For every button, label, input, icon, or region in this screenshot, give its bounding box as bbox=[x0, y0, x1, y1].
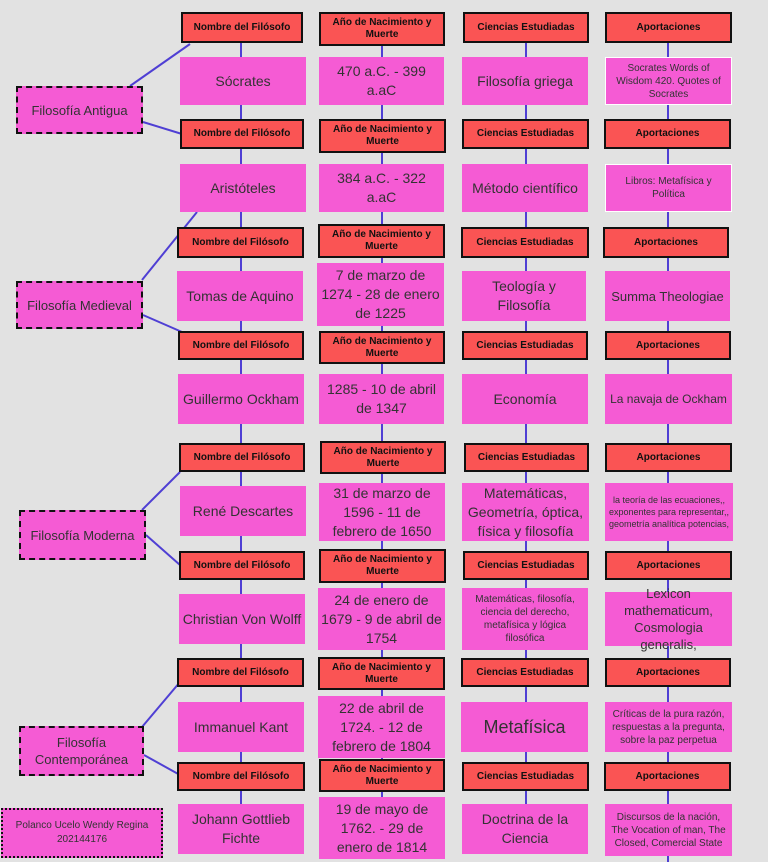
header-sciences: Ciencias Estudiadas bbox=[463, 12, 589, 43]
philosopher-contributions: Libros: Metafísica y Política bbox=[605, 164, 732, 212]
author-name: Polanco Ucelo Wendy Regina bbox=[15, 820, 149, 831]
header-sciences: Ciencias Estudiadas bbox=[464, 443, 589, 472]
header-sciences: Ciencias Estudiadas bbox=[462, 762, 589, 791]
header-contributions: Aportaciones bbox=[604, 762, 731, 791]
header-years: Año de Nacimiento y Muerte bbox=[319, 549, 446, 583]
philosopher-years: 470 a.C. - 399 a.aC bbox=[319, 57, 444, 105]
philosopher-sciences: Matemáticas, Geometría, óptica, física y… bbox=[462, 483, 589, 541]
author-box: Polanco Ucelo Wendy Regina 202144176 bbox=[1, 808, 163, 858]
header-name: Nombre del Filósofo bbox=[179, 443, 305, 472]
philosopher-contributions: Socrates Words of Wisdom 420. Quotes of … bbox=[605, 57, 732, 105]
header-sciences: Ciencias Estudiadas bbox=[463, 551, 589, 580]
philosopher-years: 384 a.C. - 322 a.aC bbox=[319, 164, 444, 212]
header-years: Año de Nacimiento y Muerte bbox=[319, 331, 445, 364]
header-contributions: Aportaciones bbox=[605, 12, 732, 43]
philosopher-contributions: la teoría de las ecuaciones,, exponentes… bbox=[605, 483, 733, 541]
philosopher-contributions: Summa Theologiae bbox=[605, 271, 730, 321]
philosopher-sciences: Filosofía griega bbox=[462, 57, 588, 105]
philosopher-name: René Descartes bbox=[180, 486, 306, 536]
header-contributions: Aportaciones bbox=[605, 443, 732, 472]
philosopher-sciences: Economía bbox=[462, 374, 588, 424]
era-medieval: Filosofía Medieval bbox=[16, 281, 143, 329]
header-name: Nombre del Filósofo bbox=[180, 119, 304, 149]
header-years: Año de Nacimiento y Muerte bbox=[320, 441, 446, 474]
header-years: Año de Nacimiento y Muerte bbox=[319, 119, 446, 153]
header-sciences: Ciencias Estudiadas bbox=[462, 119, 589, 149]
header-name: Nombre del Filósofo bbox=[177, 762, 305, 791]
header-years: Año de Nacimiento y Muerte bbox=[319, 12, 445, 46]
era-antigua: Filosofía Antigua bbox=[16, 86, 143, 134]
header-name: Nombre del Filósofo bbox=[177, 658, 304, 687]
philosopher-sciences: Matemáticas, filosofía, ciencia del dere… bbox=[462, 588, 588, 650]
philosopher-years: 7 de marzo de 1274 - 28 de enero de 1225 bbox=[317, 263, 444, 326]
header-contributions: Aportaciones bbox=[605, 658, 731, 687]
header-contributions: Aportaciones bbox=[605, 331, 731, 360]
philosopher-years: 19 de mayo de 1762. - 29 de enero de 181… bbox=[319, 797, 445, 859]
header-contributions: Aportaciones bbox=[603, 227, 729, 258]
philosopher-years: 1285 - 10 de abril de 1347 bbox=[319, 374, 444, 424]
philosopher-name: Johann Gottlieb Fichte bbox=[178, 804, 304, 854]
philosopher-contributions: Lexicon mathematicum, Cosmologia general… bbox=[605, 586, 732, 652]
header-contributions: Aportaciones bbox=[604, 119, 731, 149]
header-sciences: Ciencias Estudiadas bbox=[462, 331, 588, 360]
philosopher-name: Sócrates bbox=[180, 57, 306, 105]
philosopher-years: 24 de enero de 1679 - 9 de abril de 1754 bbox=[318, 588, 445, 650]
header-sciences: Ciencias Estudiadas bbox=[461, 658, 589, 687]
header-name: Nombre del Filósofo bbox=[178, 331, 304, 360]
philosopher-sciences: Doctrina de la Ciencia bbox=[462, 804, 588, 854]
header-years: Año de Nacimiento y Muerte bbox=[318, 224, 445, 258]
era-contemporanea: Filosofía Contemporánea bbox=[19, 726, 144, 776]
philosopher-name: Guillermo Ockham bbox=[178, 374, 304, 424]
header-contributions: Aportaciones bbox=[605, 551, 732, 580]
philosopher-sciences: Teología y Filosofía bbox=[462, 271, 586, 321]
philosopher-name: Aristóteles bbox=[180, 164, 306, 212]
philosopher-name: Tomas de Aquino bbox=[177, 271, 303, 321]
philosopher-name: Christian Von Wolff bbox=[179, 594, 305, 644]
header-name: Nombre del Filósofo bbox=[179, 551, 305, 580]
era-moderna: Filosofía Moderna bbox=[19, 510, 146, 560]
philosopher-years: 31 de marzo de 1596 - 11 de febrero de 1… bbox=[319, 483, 445, 541]
philosopher-contributions: Críticas de la pura razón, respuestas a … bbox=[605, 702, 732, 752]
philosopher-years: 22 de abril de 1724. - 12 de febrero de … bbox=[318, 696, 445, 758]
philosopher-sciences: Metafísica bbox=[461, 702, 588, 752]
philosopher-sciences: Método científico bbox=[462, 164, 588, 212]
header-name: Nombre del Filósofo bbox=[181, 12, 303, 43]
header-years: Año de Nacimiento y Muerte bbox=[319, 759, 445, 792]
header-sciences: Ciencias Estudiadas bbox=[461, 227, 589, 258]
header-years: Año de Nacimiento y Muerte bbox=[318, 657, 445, 690]
philosopher-name: Immanuel Kant bbox=[178, 702, 304, 752]
author-id: 202144176 bbox=[56, 834, 108, 845]
philosopher-contributions: La navaja de Ockham bbox=[605, 374, 732, 424]
philosopher-contributions: Discursos de la nación, The Vocation of … bbox=[605, 804, 732, 856]
header-name: Nombre del Filósofo bbox=[177, 227, 304, 258]
